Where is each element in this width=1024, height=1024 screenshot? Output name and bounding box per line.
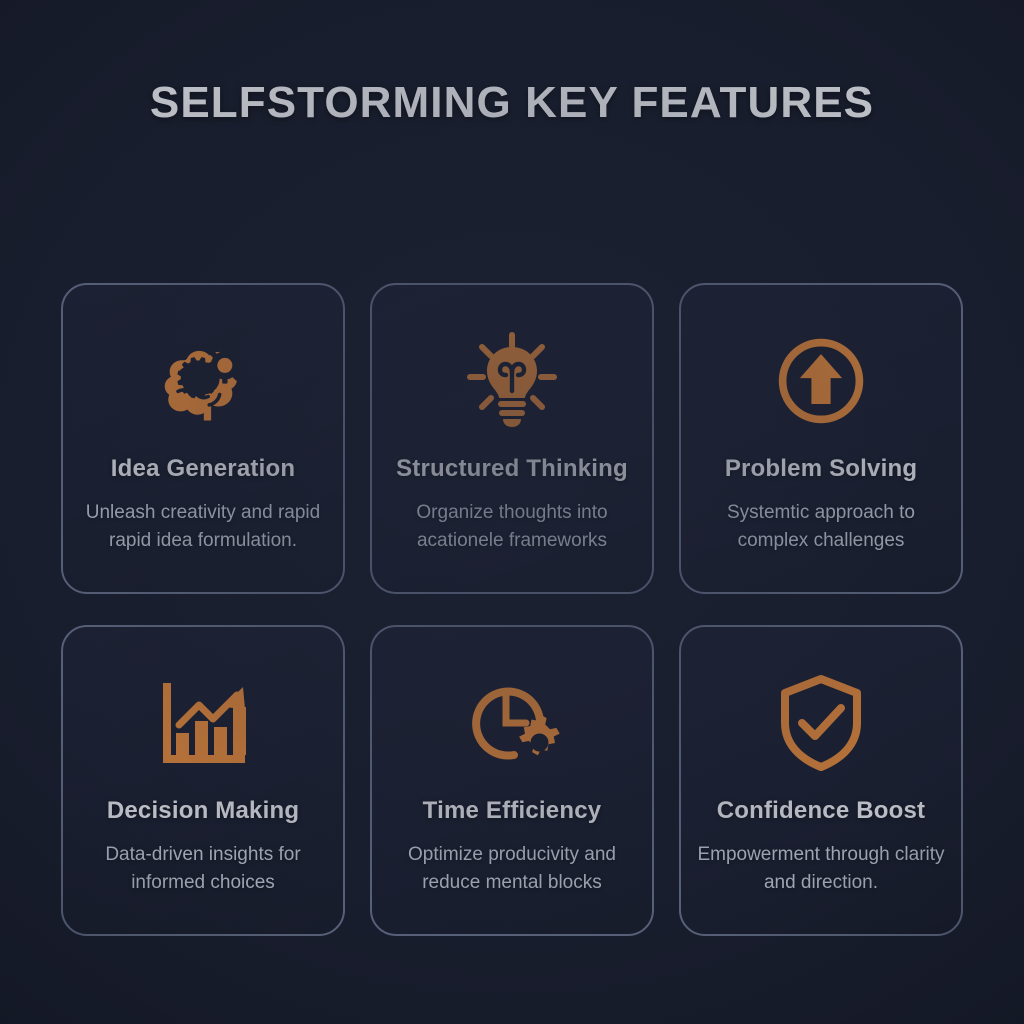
feature-card-description: Systemtic approach to complex challenges bbox=[727, 502, 915, 551]
feature-card-structured-thinking[interactable]: Structured Thinking Organize thoughts in… bbox=[370, 283, 654, 594]
feature-card-decision-making[interactable]: Decision Making Data-driven insights for… bbox=[61, 625, 345, 936]
feature-card-description: Unleash creativity and rapid rapid idea … bbox=[85, 502, 321, 551]
circled-up-arrow-icon bbox=[773, 329, 869, 433]
feature-card-description: Empowerment through clarity and directio… bbox=[697, 844, 945, 893]
feature-card-description: Organize thoughts into acationele framew… bbox=[416, 502, 608, 551]
clock-gear-icon bbox=[462, 671, 562, 775]
brain-gears-icon bbox=[151, 329, 255, 433]
feature-card-title: Structured Thinking bbox=[396, 455, 628, 482]
feature-card-description: Optimize producivity and reduce mental b… bbox=[407, 844, 617, 893]
feature-card-title: Decision Making bbox=[106, 797, 300, 824]
feature-card-idea-generation[interactable]: Idea Generation Unleash creativity and r… bbox=[61, 283, 345, 594]
feature-card-title: Idea Generation bbox=[110, 455, 296, 482]
feature-card-time-efficiency[interactable]: Time Efficiency Optimize producivity and… bbox=[370, 625, 654, 936]
shield-check-icon bbox=[773, 671, 869, 775]
feature-card-problem-solving[interactable]: Problem Solving Systemtic approach to co… bbox=[679, 283, 963, 594]
growth-bar-chart-icon bbox=[153, 671, 253, 775]
lightbulb-icon bbox=[462, 329, 562, 433]
page-title: SELFSTORMING KEY FEATURES bbox=[149, 78, 875, 127]
feature-card-title: Confidence Boost bbox=[716, 797, 926, 824]
features-grid: Idea Generation Unleash creativity and r… bbox=[61, 283, 963, 936]
feature-card-confidence-boost[interactable]: Confidence Boost Empowerment through cla… bbox=[679, 625, 963, 936]
feature-card-title: Problem Solving bbox=[724, 455, 918, 482]
feature-card-description: Data-driven insights for informed choice… bbox=[105, 844, 301, 893]
feature-card-title: Time Efficiency bbox=[422, 797, 602, 824]
